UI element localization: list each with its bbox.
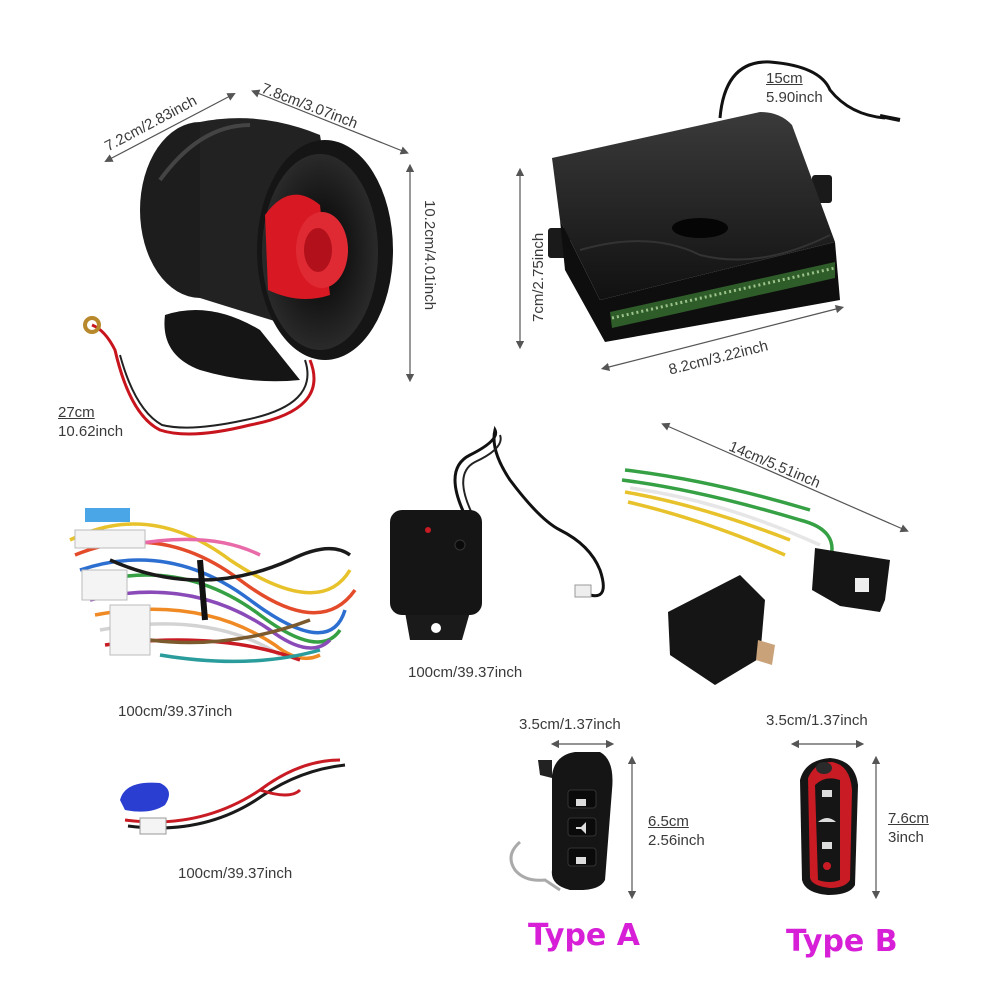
shock-sensor — [390, 425, 605, 640]
harness-cable-label: 100cm/39.37inch — [118, 703, 233, 720]
module-width-line — [600, 304, 845, 372]
unlock-icon — [576, 857, 586, 864]
remote-type-a — [509, 752, 613, 892]
remote-a-height-label-bottom: 2.56inch — [648, 832, 705, 849]
fuse-holder — [85, 508, 130, 522]
antenna-label-bottom: 5.90inch — [766, 89, 823, 106]
siren-height-label: 10.2cm/4.01inch — [421, 200, 438, 311]
harness-connector — [74, 529, 146, 549]
relay — [668, 575, 765, 685]
panic-icon — [823, 862, 831, 870]
unlock-icon — [822, 842, 832, 849]
relay-cable-line — [661, 422, 909, 533]
siren-unit — [83, 118, 393, 436]
led-cable-label: 100cm/39.37inch — [178, 865, 293, 882]
harness-connector — [109, 604, 151, 656]
remote-b-width-label: 3.5cm/1.37inch — [766, 712, 868, 729]
remote-b-height-label-top: 7.6cm — [888, 810, 929, 827]
siren-cable-label-top: 27cm — [58, 404, 95, 421]
mute-icon — [576, 822, 586, 834]
antenna-label-top: 15cm — [766, 70, 803, 87]
harness-connector — [81, 569, 128, 601]
led-indicator — [120, 758, 346, 835]
control-module — [548, 60, 901, 342]
type-b-label: Type B — [786, 924, 898, 959]
siren-cable-label-bottom: 10.62inch — [58, 423, 124, 440]
cable-tie — [197, 559, 208, 621]
remote-a-width-label: 3.5cm/1.37inch — [519, 716, 621, 733]
module-height-label: 7cm/2.75inch — [530, 232, 547, 322]
remote-a-height-label-top: 6.5cm — [648, 813, 689, 830]
relay-socket — [812, 548, 890, 612]
trunk-icon — [818, 818, 836, 822]
siren-width-line — [251, 89, 409, 155]
remote-b-height-label-bottom: 3inch — [888, 829, 924, 846]
sensor-cable-label: 100cm/39.37inch — [408, 664, 523, 681]
lock-icon — [576, 799, 586, 806]
remote-type-b — [800, 758, 858, 895]
lock-icon — [822, 790, 832, 797]
siren-depth-line — [104, 93, 236, 162]
type-a-label: Type A — [528, 918, 640, 953]
